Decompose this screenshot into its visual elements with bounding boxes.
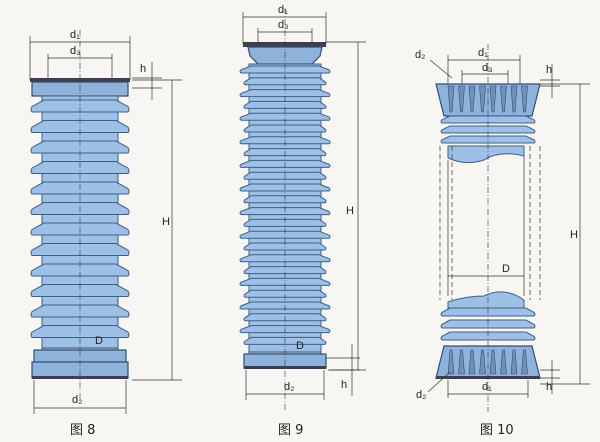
figure-8: d₁ d₃ h H D d₂ 图 8	[29, 29, 182, 438]
fig10-h-bottom-label: h	[546, 381, 552, 393]
fig10-D-label: D	[502, 263, 510, 275]
figure-9: d₁ d₃ H D h d₂ 图 9	[239, 4, 366, 438]
fig9-D-label: D	[296, 340, 304, 352]
fig10-top-shed	[440, 115, 536, 124]
fig10-d3-label: d₃	[482, 62, 493, 74]
fig9-shed	[243, 124, 327, 133]
fig8-h-label: h	[140, 63, 146, 75]
fig8-shed	[30, 140, 130, 154]
fig9-shed	[239, 65, 331, 74]
fig9-shed	[243, 242, 327, 251]
fig10-d1-bottom-label: d₁	[482, 381, 492, 393]
fig10-rib	[510, 85, 518, 113]
fig10-d1-label: d₁	[478, 47, 488, 59]
fig10-h-top-label: h	[546, 64, 552, 76]
fig9-H-label: H	[346, 205, 354, 217]
fig10-rib	[500, 349, 507, 375]
fig9-shed	[243, 289, 327, 298]
fig10-rib	[521, 349, 528, 375]
fig8-d1-label: d₁	[70, 29, 80, 41]
fig10-rib	[489, 349, 497, 375]
fig8-d3-label: d₃	[70, 45, 81, 57]
fig9-shed	[239, 277, 331, 286]
fig10-rib	[521, 85, 528, 113]
fig10-rib	[468, 349, 476, 375]
fig10-rib	[500, 85, 507, 113]
fig10-d2-top-label: d₂	[415, 49, 425, 61]
fig8-d2-label: d₂	[72, 394, 82, 406]
fig10-H-label: H	[570, 229, 578, 241]
fig9-d1-label: d₁	[278, 4, 288, 16]
fig10-rib	[468, 85, 476, 113]
fig8-shed	[30, 243, 130, 256]
fig8-caption: 图 8	[70, 423, 95, 438]
fig10-rib	[479, 85, 486, 113]
fig10-caption: 图 10	[480, 423, 514, 438]
fig9-shed	[239, 230, 331, 239]
fig8-H-label: H	[162, 216, 170, 228]
fig9-h-bottom-label: h	[341, 379, 347, 391]
fig10-d2-bottom-label: d₂	[416, 389, 426, 401]
fig9-d3-label: d₃	[278, 19, 289, 31]
fig9-shed	[243, 77, 327, 86]
fig10-top-shed	[440, 135, 536, 144]
fig10-rib	[510, 349, 518, 375]
figure-10: d₁ d₃ d₂ h H D	[415, 44, 590, 438]
fig10-rib	[479, 349, 486, 375]
fig8-shed	[30, 99, 130, 113]
fig10-rib	[458, 85, 465, 113]
fig9-shed	[243, 266, 327, 275]
fig10-rib	[447, 85, 455, 113]
fig9-caption: 图 9	[278, 423, 303, 438]
fig8-D-label: D	[95, 335, 103, 347]
fig9-d2-label: d₂	[284, 381, 294, 393]
fig10-rib	[458, 349, 465, 375]
fig10-rib	[489, 85, 497, 113]
fig10-rib	[447, 349, 455, 375]
fig9-shed	[239, 112, 331, 121]
fig8-shed	[30, 284, 130, 297]
